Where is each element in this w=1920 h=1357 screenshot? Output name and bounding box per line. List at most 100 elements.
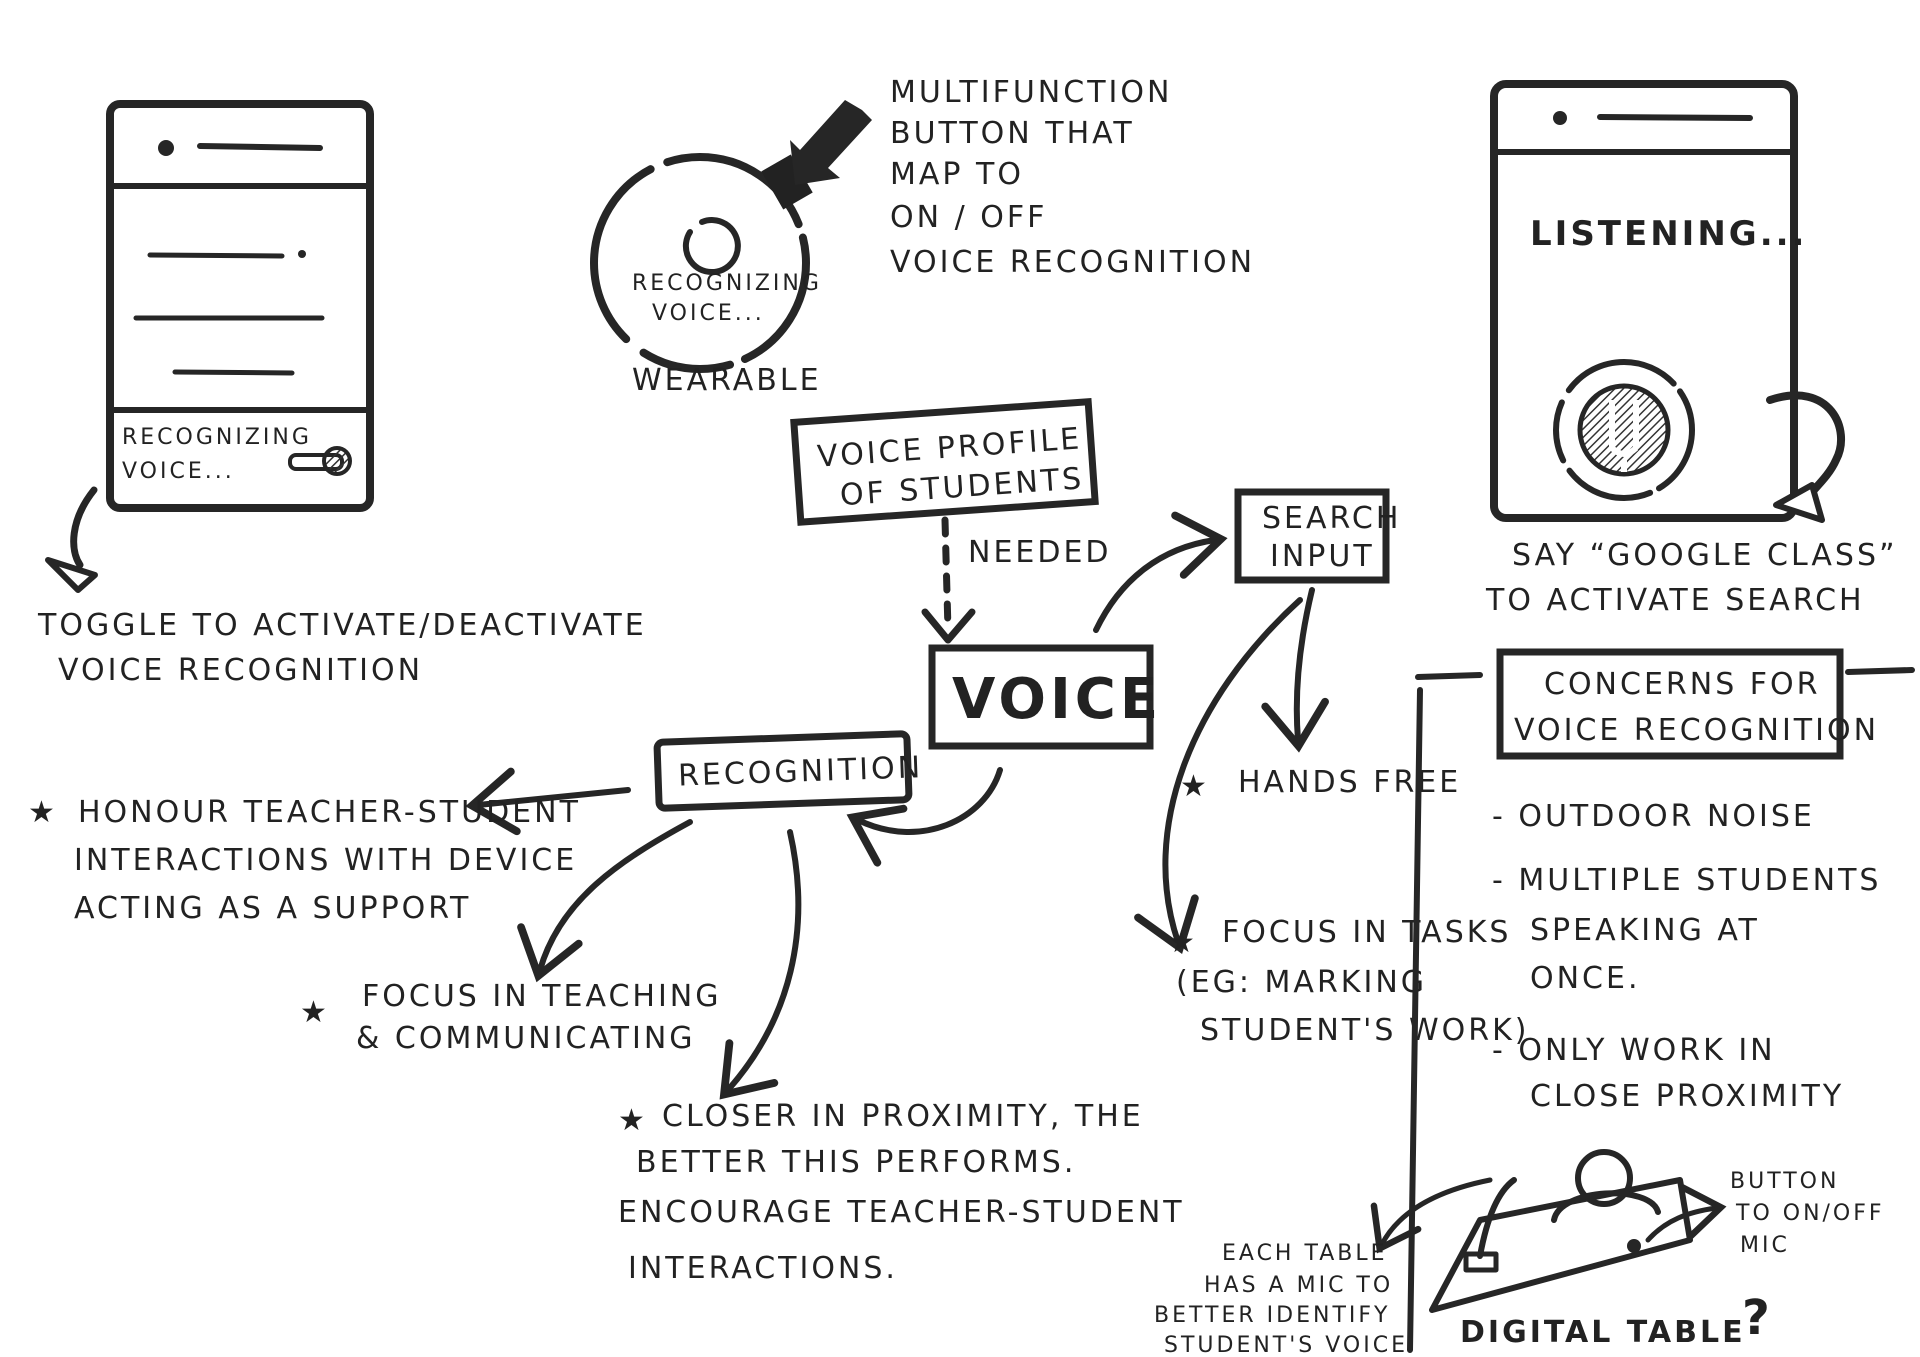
needed-label: NEEDED (968, 535, 1112, 570)
content-line (147, 252, 285, 259)
button-note: VOICE RECOGNITION (890, 245, 1255, 280)
student-head (1575, 1149, 1633, 1207)
mic-button[interactable] (1577, 383, 1671, 477)
phone-left-status-label: VOICE... (122, 459, 235, 484)
recognition-to-closer-arrow (719, 829, 802, 1100)
star-icon: ★ (28, 795, 58, 830)
search-to-tasks-arrow (1134, 597, 1303, 955)
button-pointer-arrow (1645, 1184, 1727, 1243)
phone-right-body (1490, 80, 1798, 522)
concerns-panel: CONCERNS FOR VOICE RECOGNITION - OUTDOOR… (1407, 648, 1915, 1353)
phone-left-body (106, 100, 374, 512)
phone-left: RECOGNIZING VOICE... TOGGLE TO ACTIVATE/… (37, 100, 644, 688)
search-to-handsfree-arrow (1261, 587, 1329, 753)
recognition-box (653, 730, 913, 812)
pointer-arrow-icon (790, 100, 872, 185)
concern-item: CLOSE PROXIMITY (1530, 1079, 1844, 1114)
wearable-caption: WEARABLE (632, 363, 822, 398)
student-shoulders (1551, 1190, 1661, 1223)
dashed-connector (941, 516, 952, 634)
honour-note: ACTING AS A SUPPORT (74, 891, 471, 926)
button-note: TO ON/OFF (1735, 1201, 1885, 1226)
digital-table: BUTTON TO ON/OFF MIC EACH TABLE HAS A MI… (1154, 1149, 1885, 1357)
listening-status: LISTENING... (1530, 214, 1807, 254)
honour-note: HONOUR TEACHER-STUDENT (78, 795, 581, 830)
button-note: MAP TO (890, 157, 1024, 192)
content-line (172, 369, 295, 376)
arrow-to-toggle-note (70, 486, 98, 569)
wearable-face (590, 153, 810, 373)
mic-note: BETTER IDENTIFY (1154, 1303, 1390, 1328)
voice-toggle-switch[interactable] (288, 446, 352, 476)
wearable-screen-text: RECOGNIZING (632, 271, 822, 296)
focus-tasks-note: FOCUS IN TASKS (1222, 915, 1511, 950)
mic-note: HAS A MIC TO (1204, 1273, 1393, 1298)
mindmap: VOICE PROFILE OF STUDENTS NEEDED VOICE S… (465, 398, 1401, 1100)
button-note: ON / OFF (890, 200, 1047, 235)
concerns-title: VOICE RECOGNITION (1514, 713, 1879, 748)
notes: ★ HONOUR TEACHER-STUDENT INTERACTIONS WI… (28, 765, 1529, 1286)
multifunction-button[interactable] (761, 154, 813, 210)
digital-table-label: DIGITAL TABLE (1460, 1315, 1746, 1350)
star-icon: ★ (618, 1103, 648, 1138)
arrowhead-icon (45, 557, 98, 593)
concern-item: - ONLY WORK IN (1492, 1033, 1776, 1068)
voice-profile-box (790, 398, 1099, 526)
camera-icon (158, 140, 174, 156)
concerns-title: CONCERNS FOR (1544, 667, 1820, 702)
button-note: MULTIFUNCTION (890, 75, 1172, 110)
toggle-note: VOICE RECOGNITION (58, 653, 423, 688)
panel-top-rule (1415, 672, 1483, 680)
mic-note: EACH TABLE (1222, 1241, 1388, 1266)
activation-hint: SAY “GOOGLE CLASS” (1512, 538, 1898, 573)
voice-to-search-arrow (1093, 511, 1228, 633)
focus-tasks-note: STUDENT'S WORK) (1200, 1013, 1529, 1048)
honour-note: INTERACTIONS WITH DEVICE (74, 843, 577, 878)
arrowhead-icon (1773, 482, 1825, 523)
focus-tasks-note: (EG: MARKING (1176, 965, 1427, 1000)
concerns-title-box (1496, 648, 1844, 760)
button-note: BUTTON (1730, 1169, 1839, 1194)
voice-center-label: VOICE (952, 667, 1162, 732)
mic-toggle-button[interactable] (1627, 1239, 1641, 1253)
focus-teaching-note: & COMMUNICATING (356, 1021, 696, 1056)
hands-free-note: HANDS FREE (1238, 765, 1461, 800)
concern-item: ONCE. (1530, 961, 1641, 996)
mic-pointer-arrow (1370, 1177, 1493, 1254)
curved-arrow (1766, 391, 1846, 506)
mic-stand (1477, 1177, 1517, 1259)
search-input-label: SEARCH (1262, 501, 1401, 536)
button-note: BUTTON THAT (890, 116, 1135, 151)
panel-top-rule (1845, 667, 1915, 675)
closer-note: INTERACTIONS. (628, 1251, 898, 1286)
question-mark: ? (1742, 1290, 1773, 1346)
concern-item: - MULTIPLE STUDENTS (1492, 863, 1881, 898)
phone-right: LISTENING... SAY “GOOGLE CLASS” TO ACTIV… (1485, 80, 1898, 618)
star-icon: ★ (1168, 925, 1198, 960)
star-icon: ★ (1180, 769, 1210, 804)
focus-teaching-note: FOCUS IN TEACHING (362, 979, 722, 1014)
star-icon: ★ (300, 995, 330, 1030)
closer-note: CLOSER IN PROXIMITY, THE (662, 1099, 1144, 1134)
recognition-to-honour-arrow (465, 767, 631, 836)
phone-right-title-line (1597, 114, 1753, 121)
concern-item: SPEAKING AT (1530, 913, 1760, 948)
mic-note: STUDENT'S VOICE (1164, 1333, 1408, 1357)
closer-note: ENCOURAGE TEACHER-STUDENT (618, 1195, 1185, 1230)
phone-left-title-line (197, 143, 323, 151)
closer-note: BETTER THIS PERFORMS. (636, 1145, 1076, 1180)
button-note: MIC (1740, 1233, 1790, 1258)
concern-item: - OUTDOOR NOISE (1492, 799, 1815, 834)
mic-base (1463, 1251, 1499, 1273)
loading-spinner-icon (682, 217, 741, 276)
camera-icon (1553, 111, 1567, 125)
content-dot (298, 250, 306, 258)
recognition-label: RECOGNITION (678, 750, 924, 794)
voice-center-box (928, 644, 1154, 750)
arrowhead-icon (921, 608, 976, 644)
search-input-box (1234, 488, 1390, 584)
mic-button-ring (1553, 359, 1695, 501)
wearable-screen-text: VOICE... (652, 301, 765, 326)
phone-left-status-label: RECOGNIZING (122, 425, 312, 450)
